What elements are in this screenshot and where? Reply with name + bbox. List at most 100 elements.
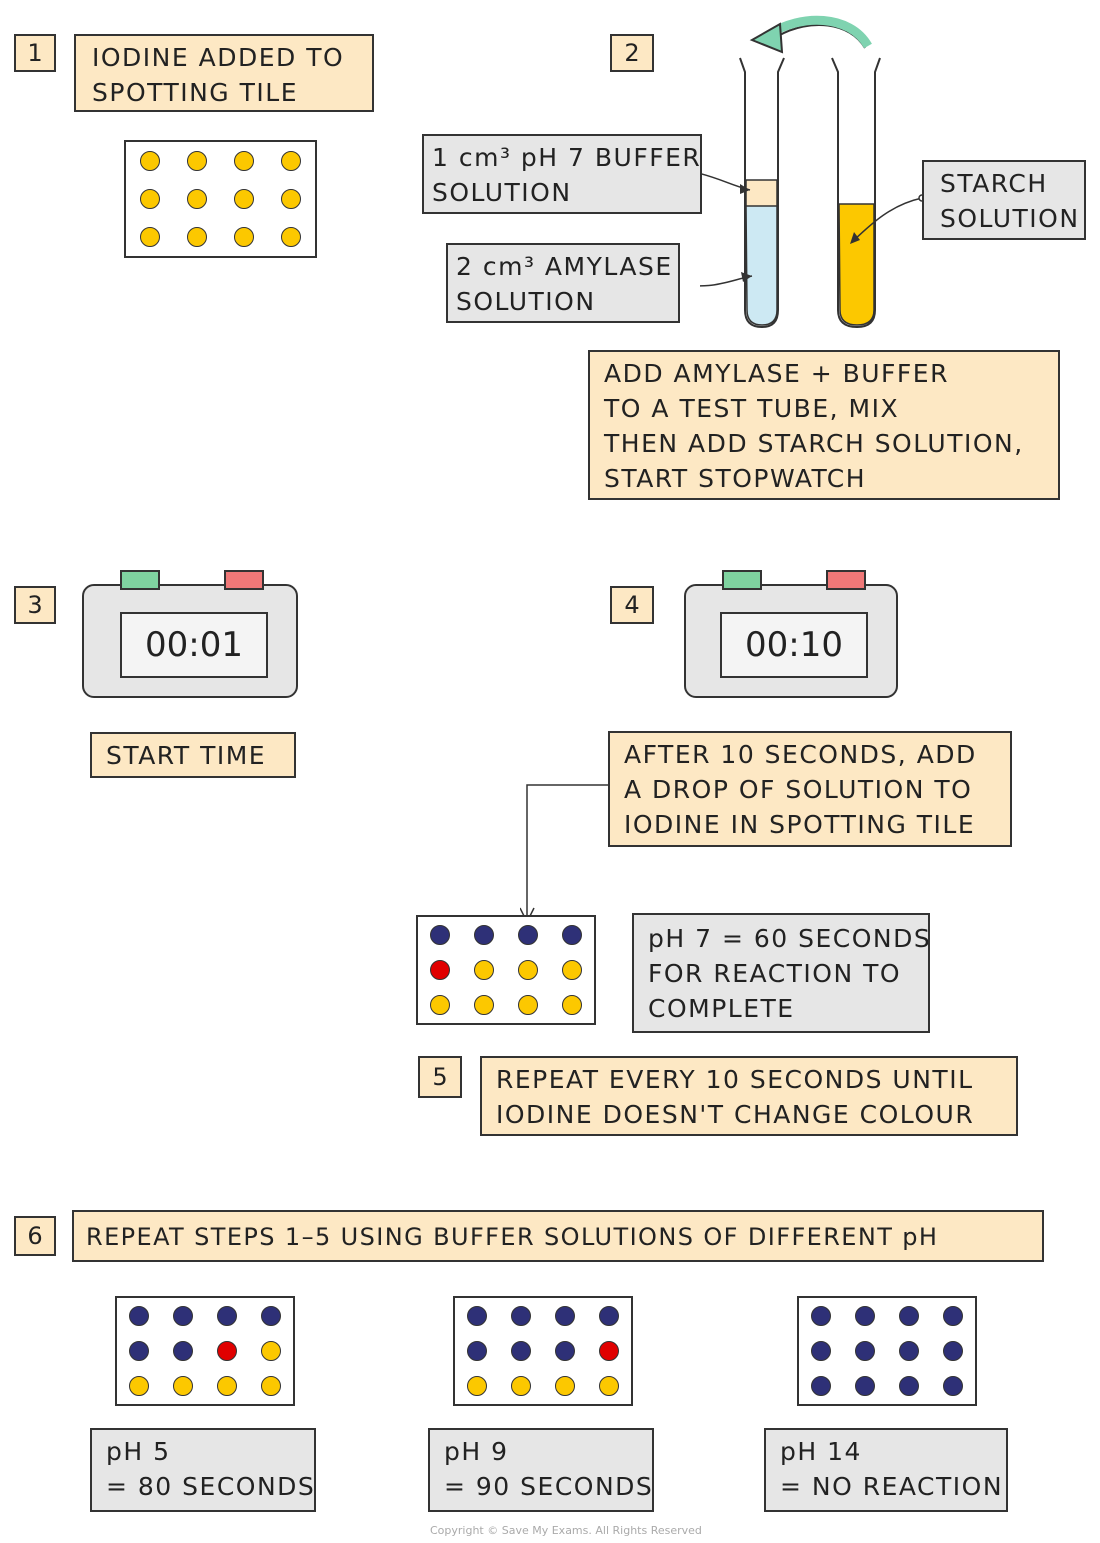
spot-dot <box>562 995 582 1016</box>
spot-dot <box>474 995 494 1016</box>
note-line: IODINE ADDED TO <box>92 43 345 72</box>
note-line: IODINE DOESN'T CHANGE COLOUR <box>496 1100 975 1129</box>
spotting-tile-ph5 <box>115 1296 295 1406</box>
label-line: 1 cm³ pH 7 BUFFER <box>432 143 702 172</box>
spot-dot <box>281 151 302 171</box>
spot-dot <box>234 189 255 209</box>
amylase-solution-label: 2 cm³ AMYLASE SOLUTION <box>446 243 680 323</box>
step-3-number: 3 <box>14 586 56 624</box>
result-line: = 90 SECONDS <box>444 1472 654 1501</box>
spot-dot <box>281 189 302 209</box>
result-line: = NO REACTION <box>780 1472 1004 1501</box>
spot-dot <box>129 1341 149 1361</box>
green-button-icon <box>722 570 762 590</box>
spot-dot <box>899 1341 919 1361</box>
spot-dot <box>599 1341 619 1361</box>
ph7-result: pH 7 = 60 SECONDS FOR REACTION TO COMPLE… <box>632 913 930 1033</box>
spot-dot <box>186 151 207 171</box>
spot-dot <box>474 960 494 980</box>
spot-dot <box>599 1305 619 1326</box>
step-5-number: 5 <box>418 1056 462 1098</box>
spot-dot <box>139 151 160 171</box>
buffer-solution-label: 1 cm³ pH 7 BUFFER SOLUTION <box>422 134 702 214</box>
spot-dot <box>430 924 450 945</box>
red-button-icon <box>826 570 866 590</box>
spotting-tile-step4 <box>416 915 596 1025</box>
spot-dot <box>467 1376 487 1397</box>
spot-dot <box>173 1305 193 1326</box>
stopwatch-start: 00:01 <box>82 570 298 698</box>
label-line: SOLUTION <box>940 204 1080 233</box>
ph5-result: pH 5 = 80 SECONDS <box>90 1428 316 1512</box>
result-line: = 80 SECONDS <box>106 1472 316 1501</box>
step-4-number: 4 <box>610 586 654 624</box>
note-line: IODINE IN SPOTTING TILE <box>624 810 976 839</box>
spotting-tile-ph14 <box>797 1296 977 1406</box>
spot-dot <box>518 960 538 980</box>
spot-dot <box>943 1305 963 1326</box>
spot-dot <box>511 1341 531 1361</box>
result-line: FOR REACTION TO <box>648 959 902 988</box>
spot-dot <box>430 995 450 1016</box>
note-line: SPOTTING TILE <box>92 78 298 107</box>
step-5-instruction: REPEAT EVERY 10 SECONDS UNTIL IODINE DOE… <box>480 1056 1018 1136</box>
spot-dot <box>186 189 207 209</box>
spot-dot <box>430 960 450 980</box>
spot-dot <box>518 995 538 1016</box>
spot-dot <box>899 1376 919 1397</box>
note-line: REPEAT EVERY 10 SECONDS UNTIL <box>496 1065 974 1094</box>
result-line: pH 7 = 60 SECONDS <box>648 924 932 953</box>
result-line: pH 5 <box>106 1437 171 1466</box>
step-6-instruction: REPEAT STEPS 1–5 USING BUFFER SOLUTIONS … <box>72 1210 1044 1262</box>
spot-dot <box>129 1376 149 1397</box>
spot-dot <box>555 1341 575 1361</box>
spot-dot <box>474 924 494 945</box>
spot-dot <box>811 1376 831 1397</box>
spot-dot <box>855 1341 875 1361</box>
spot-dot <box>217 1376 237 1397</box>
result-line: pH 14 <box>780 1437 862 1466</box>
ph14-result: pH 14 = NO REACTION <box>764 1428 1008 1512</box>
step-4-instruction: AFTER 10 SECONDS, ADD A DROP OF SOLUTION… <box>608 731 1012 847</box>
label-line: STARCH <box>940 169 1048 198</box>
spotting-tile-step1 <box>124 140 317 258</box>
step-2-number: 2 <box>610 34 654 72</box>
note-line: A DROP OF SOLUTION TO <box>624 775 973 804</box>
spot-dot <box>518 924 538 945</box>
step-6-number: 6 <box>14 1216 56 1256</box>
spot-dot <box>855 1376 875 1397</box>
spot-dot <box>234 227 255 247</box>
drop-arrow-icon <box>520 784 608 924</box>
note-line: ADD AMYLASE + BUFFER <box>604 359 949 388</box>
label-line: 2 cm³ AMYLASE <box>456 252 673 281</box>
spot-dot <box>217 1305 237 1326</box>
spot-dot <box>129 1305 149 1326</box>
result-line: COMPLETE <box>648 994 795 1023</box>
spot-dot <box>139 189 160 209</box>
result-line: pH 9 <box>444 1437 509 1466</box>
spot-dot <box>511 1305 531 1326</box>
note-line: TO A TEST TUBE, MIX <box>604 394 900 423</box>
spot-dot <box>943 1341 963 1361</box>
spot-dot <box>562 924 582 945</box>
spot-dot <box>467 1305 487 1326</box>
red-button-icon <box>224 570 264 590</box>
stopwatch-10s: 00:10 <box>684 570 898 698</box>
spot-dot <box>217 1341 237 1361</box>
ph9-result: pH 9 = 90 SECONDS <box>428 1428 654 1512</box>
step-2-instruction: ADD AMYLASE + BUFFER TO A TEST TUBE, MIX… <box>588 350 1060 500</box>
spot-dot <box>562 960 582 980</box>
stopwatch-display: 00:01 <box>120 612 268 678</box>
copyright-text: Copyright © Save My Exams. All Rights Re… <box>430 1524 702 1537</box>
spot-dot <box>186 227 207 247</box>
spot-dot <box>555 1305 575 1326</box>
spot-dot <box>173 1376 193 1397</box>
spot-dot <box>261 1376 281 1397</box>
spot-dot <box>281 227 302 247</box>
spot-dot <box>599 1376 619 1397</box>
note-line: START STOPWATCH <box>604 464 867 493</box>
green-button-icon <box>120 570 160 590</box>
spot-dot <box>467 1341 487 1361</box>
starch-solution-label: STARCH SOLUTION <box>922 160 1086 240</box>
test-tubes-illustration <box>700 15 926 329</box>
